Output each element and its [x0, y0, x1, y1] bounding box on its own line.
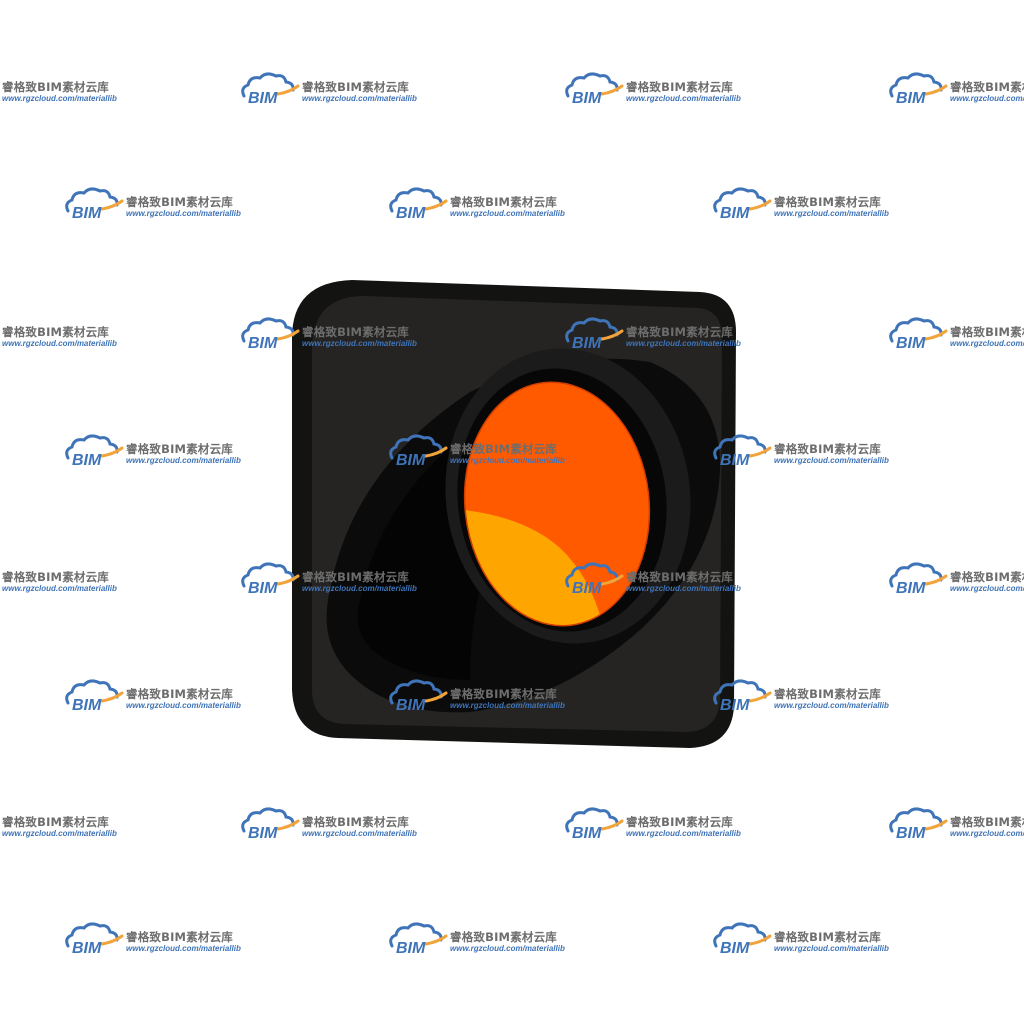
lens-outline	[463, 381, 651, 627]
